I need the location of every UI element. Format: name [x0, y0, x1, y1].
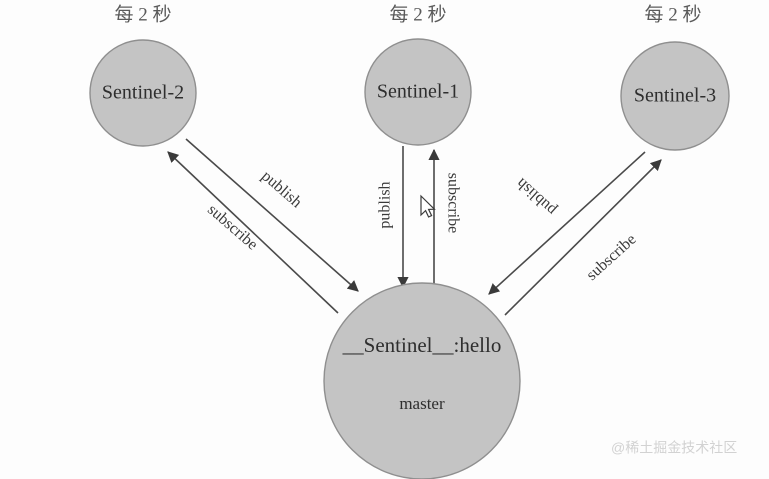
interval-label-sentinel3: 每 2 秒 — [644, 3, 701, 25]
edge-left-publish — [185, 138, 359, 292]
node-channel-primary-label: __Sentinel__:hello — [342, 333, 502, 357]
node-sentinel2[interactable]: Sentinel-2 — [89, 39, 197, 147]
edge-label-center-publish: publish — [377, 181, 394, 228]
edge-left-subscribe — [167, 151, 339, 314]
node-channel-secondary-label: master — [399, 394, 445, 413]
edge-right-publish — [488, 151, 646, 295]
mouse-cursor-icon — [420, 194, 436, 218]
interval-label-sentinel1: 每 2 秒 — [389, 3, 446, 25]
node-sentinel1-label: Sentinel-1 — [377, 81, 459, 103]
interval-label-sentinel2: 每 2 秒 — [114, 3, 171, 25]
edge-right-subscribe — [504, 159, 662, 316]
edge-label-right-publish: publish — [513, 175, 559, 219]
edge-label-center-subscribe: subscribe — [444, 173, 461, 233]
edge-label-right-subscribe: subscribe — [583, 231, 639, 284]
node-sentinel2-circle[interactable] — [89, 39, 197, 147]
edge-label-left-subscribe: subscribe — [204, 201, 261, 253]
node-sentinel3-circle[interactable] — [620, 41, 730, 151]
node-sentinel3[interactable]: Sentinel-3 — [620, 41, 730, 151]
node-sentinel3-label: Sentinel-3 — [634, 85, 716, 107]
node-sentinel1-circle[interactable] — [364, 38, 472, 146]
edge-label-left-publish: publish — [258, 168, 305, 212]
node-channel-circle[interactable] — [323, 282, 521, 479]
node-sentinel1[interactable]: Sentinel-1 — [364, 38, 472, 146]
node-sentinel-hello-channel[interactable]: __Sentinel__:hello master — [323, 282, 521, 479]
watermark-text: @稀土掘金技术社区 — [611, 440, 737, 456]
node-sentinel2-label: Sentinel-2 — [102, 82, 184, 104]
